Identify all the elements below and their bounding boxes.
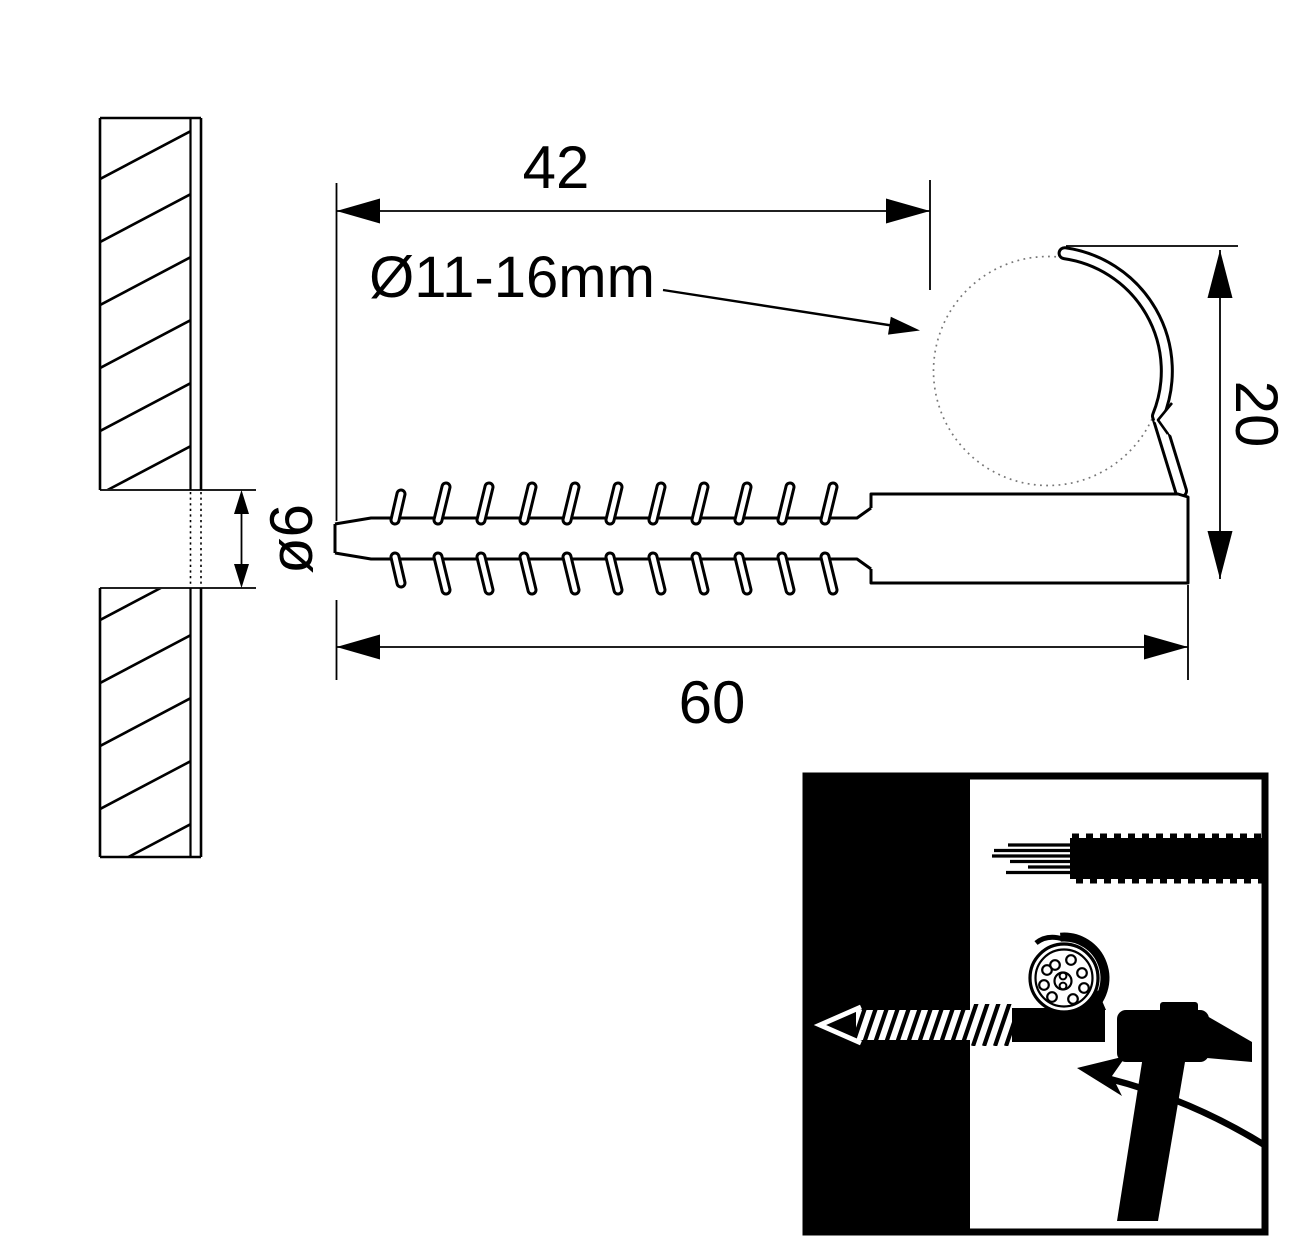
- instruction-inset: [802, 772, 1269, 1236]
- cable-wires-icon: [992, 843, 1072, 875]
- extension-lines: [335, 180, 931, 521]
- arrowhead-up-icon: [234, 490, 249, 514]
- clamp-body: [869, 492, 1190, 585]
- arrowhead-right-icon: [886, 198, 930, 224]
- swing-arrow-icon: [1077, 1056, 1268, 1149]
- arrowhead-left-icon: [336, 634, 380, 660]
- dimension-20: 20: [1066, 245, 1290, 579]
- hinge-notch-edge: [1156, 402, 1174, 435]
- capacity-text: Ø11-16mm: [369, 245, 655, 310]
- length-42-label: 42: [523, 134, 590, 201]
- clamp-hook-core: [1060, 249, 1185, 495]
- cable-conduit-icon: [992, 833, 1262, 884]
- wall-outline: [98, 116, 203, 859]
- arrowhead-up-icon: [1207, 250, 1233, 298]
- dimension-60: 60: [335, 585, 1189, 736]
- wall-hatching: [101, 129, 190, 856]
- dimension-hole-diameter: ø6: [234, 490, 325, 588]
- leader-arrowhead-icon: [888, 316, 920, 335]
- hinge-notch: [1154, 401, 1175, 437]
- length-60-label: 60: [679, 669, 746, 736]
- height-20-label: 20: [1223, 381, 1290, 448]
- cable-cross-section-icon: [1028, 942, 1100, 1014]
- arrowhead-down-icon: [1207, 531, 1233, 579]
- leader-line: [662, 288, 896, 328]
- screw-tip: [813, 1004, 863, 1046]
- extension-lines: [335, 585, 1189, 680]
- clamp-capacity-label: Ø11-16mm: [369, 245, 920, 335]
- dowel-plug: [333, 246, 1190, 596]
- hammer-icon: [1117, 1002, 1252, 1221]
- arrowhead-right-icon: [1144, 634, 1188, 660]
- wall-plug-screw-icon: [813, 1004, 1014, 1046]
- hole-diameter-label: ø6: [258, 504, 325, 574]
- plug-barbs-core: [392, 484, 836, 593]
- arrowhead-left-icon: [336, 198, 380, 224]
- drill-hole: [100, 489, 256, 589]
- inset-border: [802, 772, 1269, 1236]
- arrowhead-down-icon: [234, 564, 249, 588]
- dimension-42: 42: [335, 134, 931, 521]
- cable-clip-icon: [1012, 932, 1110, 1042]
- hole-edge-lines: [100, 489, 256, 589]
- wall-section: [98, 116, 203, 859]
- hole-hidden-lines: [189, 492, 202, 586]
